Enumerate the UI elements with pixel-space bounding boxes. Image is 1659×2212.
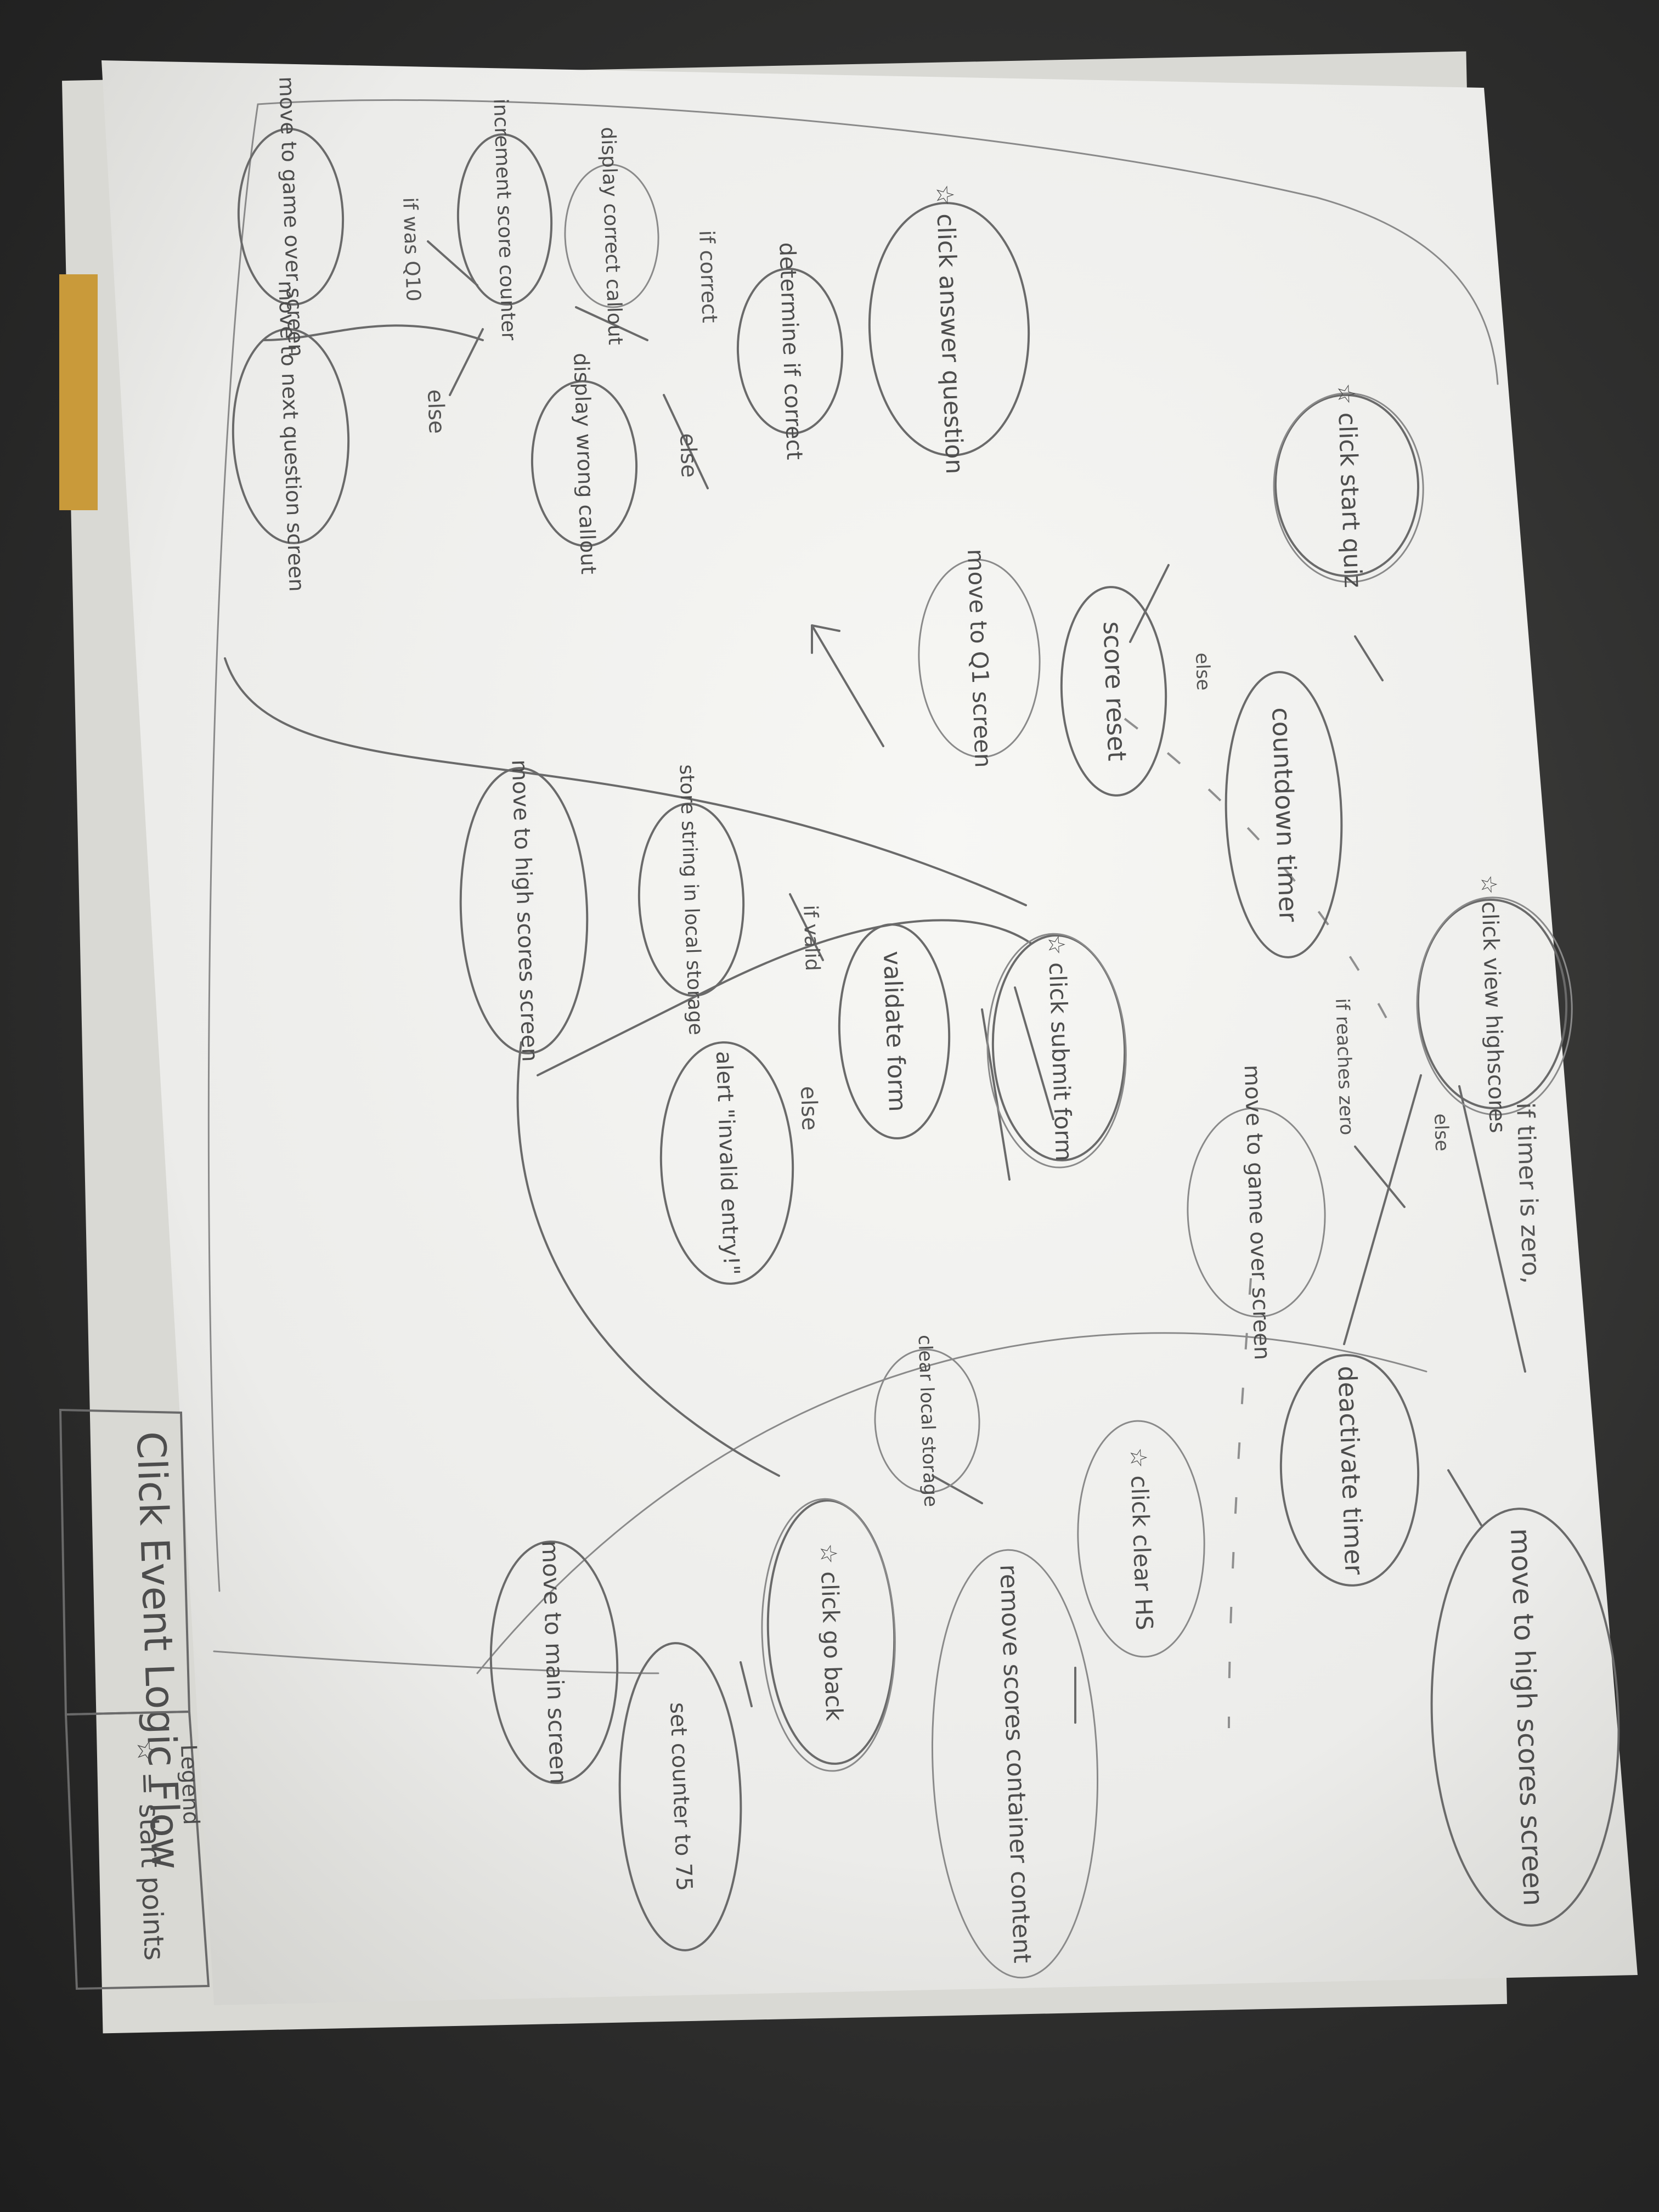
paper-sheet bbox=[101, 60, 1638, 2005]
node-label: score reset bbox=[1098, 621, 1132, 761]
node-label: ☆ click clear HS bbox=[1125, 1447, 1158, 1631]
bottom-band-line bbox=[213, 1650, 659, 1674]
edge-label-if-timer-zero: if timer is zero, bbox=[1511, 1102, 1545, 1284]
yellow-folder-tab bbox=[59, 274, 98, 510]
dashed-boundary-mid bbox=[1228, 1278, 1252, 1729]
legend-key-box: Legend ☆ = start points bbox=[64, 1710, 210, 1990]
edge-label-if-was-q10: if was Q10 bbox=[398, 197, 425, 302]
edge-label-else-deactivate: else bbox=[1430, 1113, 1453, 1152]
node-set-counter-to-75: set counter to 75 bbox=[618, 1642, 742, 1951]
node-label: validate form bbox=[878, 951, 911, 1113]
edge-label-if-correct: if correct bbox=[695, 230, 722, 324]
outer-loop-curve bbox=[257, 99, 1499, 385]
node-validate-form: validate form bbox=[838, 923, 951, 1139]
edge-label-else-invalid: else bbox=[795, 1086, 822, 1131]
node-label: ☆ click go back bbox=[815, 1543, 848, 1722]
node-move-to-next-question-screen: move to next question screen bbox=[232, 280, 350, 592]
node-click-go-back: ☆ click go back bbox=[761, 1498, 896, 1772]
node-click-clear-hs: ☆ click clear HS bbox=[1077, 1420, 1205, 1658]
edge-label-if-valid: if valid bbox=[799, 905, 823, 972]
edge-label-else-score-reset: else bbox=[1191, 652, 1214, 691]
node-deactivate-timer: deactivate timer bbox=[1279, 1354, 1420, 1587]
lower-section-curve bbox=[476, 1332, 1427, 1674]
legend-entry: ☆ = start points bbox=[131, 1738, 170, 1961]
dashed-boundary-top bbox=[1124, 718, 1400, 1043]
node-score-reset: score reset bbox=[1060, 586, 1167, 797]
edge-label-else-wrong: else bbox=[675, 433, 702, 478]
connector-arrows bbox=[224, 240, 1526, 1724]
edge-label-else-next: else bbox=[422, 389, 449, 435]
node-label: deactivate timer bbox=[1332, 1365, 1369, 1576]
edge-label-if-reaches-zero: if reaches zero bbox=[1331, 998, 1358, 1136]
legend-heading: Legend bbox=[176, 1744, 204, 1825]
left-return-curve bbox=[207, 103, 259, 1592]
legend-title-box: Click Event Logic Flow bbox=[59, 1408, 191, 1870]
